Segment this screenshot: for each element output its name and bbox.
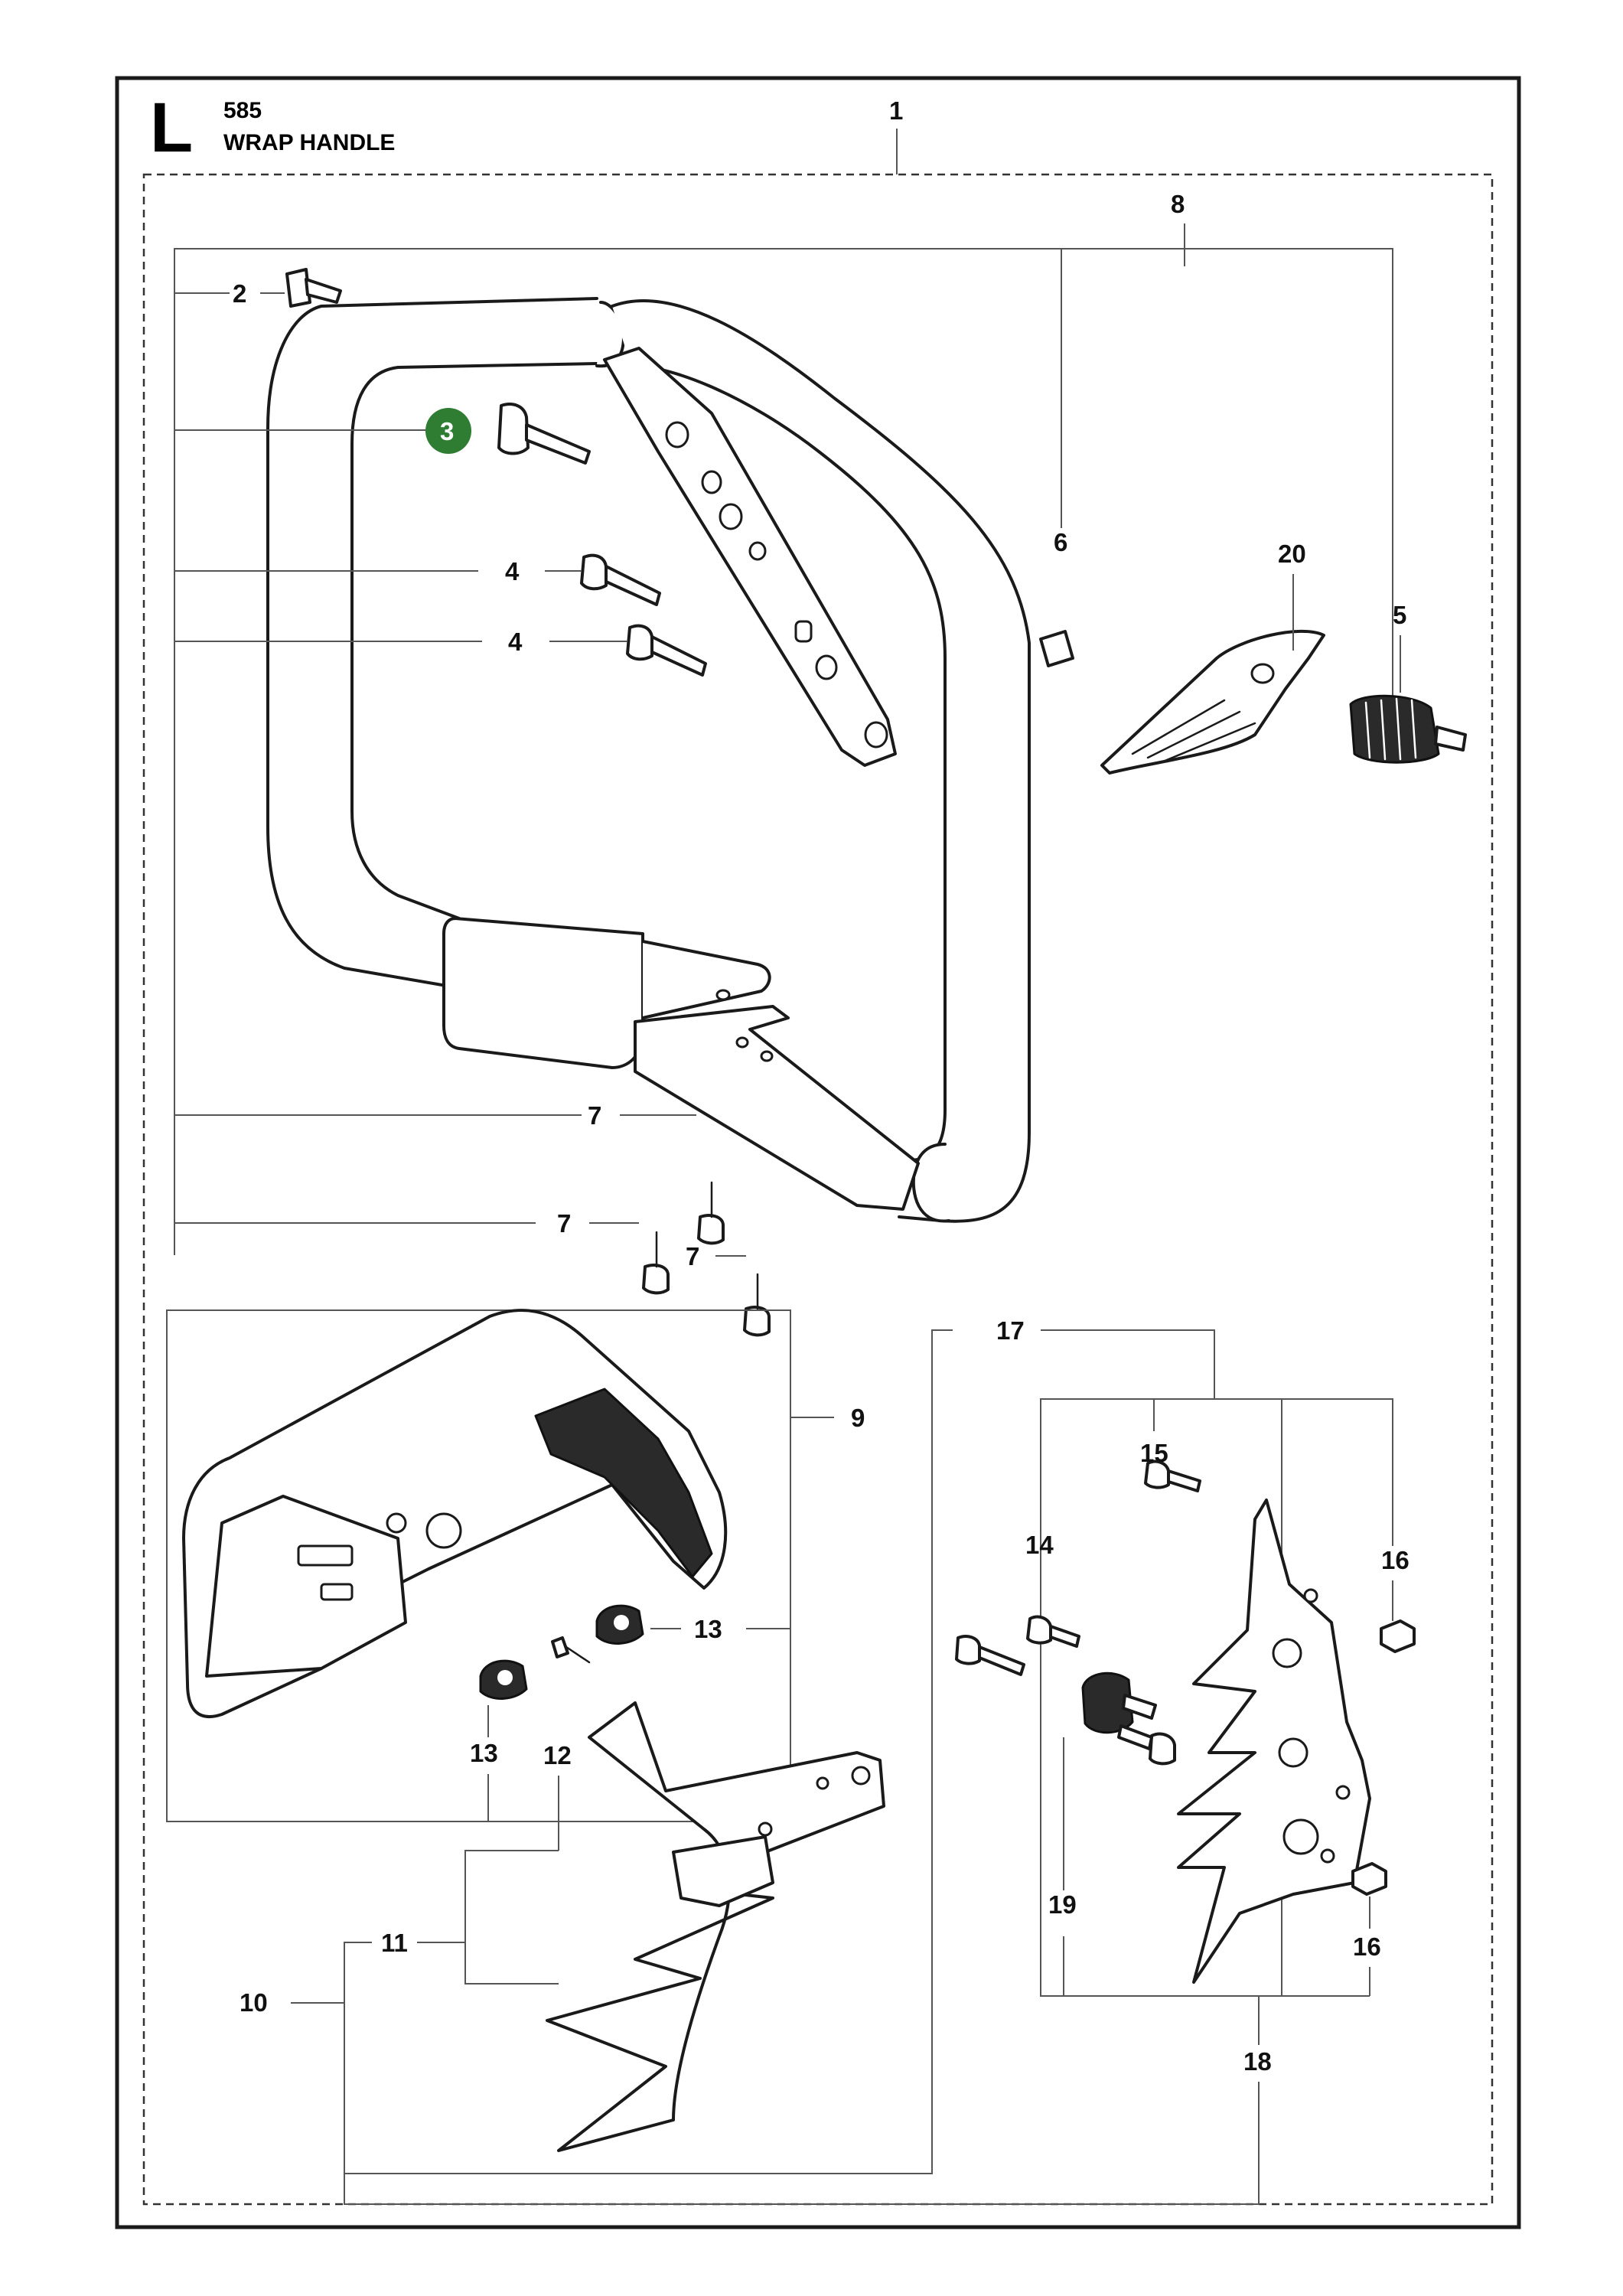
screw-item-7-b (642, 1231, 670, 1295)
nut-item-13-right (595, 1604, 644, 1645)
square-nut-item-6 (1039, 630, 1074, 667)
mounting-plate-item-20 (1100, 629, 1325, 775)
callout-1: 1 (889, 96, 903, 125)
callout-3: 3 (440, 417, 454, 445)
screw-item-15 (1144, 1459, 1201, 1492)
callout-12: 12 (543, 1741, 572, 1769)
bolt-item-14-long (955, 1635, 1025, 1676)
bolt-item-3 (497, 403, 591, 465)
callout-16-lower: 16 (1353, 1932, 1381, 1961)
section-letter: L (150, 89, 193, 167)
screw-item-18-sleeve (1117, 1724, 1176, 1766)
screw-item-4-lower (626, 624, 707, 677)
handle-lower-grip (442, 917, 920, 1211)
buffer-spring-item-5 (1349, 694, 1467, 764)
callout-17: 17 (996, 1316, 1025, 1345)
screw-item-7-a (697, 1181, 725, 1245)
bolt-item-2 (285, 268, 342, 308)
page-title: WRAP HANDLE (223, 130, 395, 155)
callout-13-right: 13 (694, 1615, 722, 1643)
callout-20: 20 (1278, 540, 1306, 568)
screw-item-12 (551, 1636, 591, 1664)
handle-mounting-arm (603, 347, 897, 767)
callout-6: 6 (1054, 528, 1067, 556)
screw-item-4-upper (580, 553, 661, 606)
callout-7-c: 7 (686, 1242, 699, 1270)
callout-14: 14 (1025, 1531, 1054, 1559)
callout-19: 19 (1048, 1890, 1077, 1919)
screw-item-14 (1026, 1615, 1080, 1648)
callout-3-badge (425, 408, 471, 454)
screw-item-7-c (743, 1273, 771, 1337)
outer-frame (115, 76, 1521, 2229)
nut-item-13-left (479, 1659, 528, 1700)
spacer-sleeve-item-19 (1081, 1671, 1157, 1734)
wrap-handle-tube (266, 297, 1031, 1223)
callout-9: 9 (851, 1404, 865, 1432)
felling-spike-item-11 (546, 1701, 885, 2152)
callout-10: 10 (240, 1988, 268, 2017)
callout-4-lower: 4 (508, 628, 523, 656)
callout-18: 18 (1243, 2047, 1272, 2076)
model-number: 585 (223, 98, 262, 123)
bumper-spike-item-17 (1177, 1499, 1371, 1984)
callout-11: 11 (381, 1929, 408, 1957)
callout-8: 8 (1171, 190, 1185, 218)
callout-2: 2 (233, 279, 246, 308)
callout-7-b: 7 (557, 1209, 571, 1238)
nut-item-16-upper (1380, 1619, 1416, 1653)
handle-group-bracket (174, 248, 1393, 1255)
callout-16-upper: 16 (1381, 1546, 1410, 1574)
nut-item-16-lower (1351, 1862, 1387, 1896)
callout-15: 15 (1140, 1439, 1168, 1467)
callout-13-left: 13 (470, 1739, 498, 1767)
handle-guard-item-9 (182, 1309, 728, 1719)
callout-5: 5 (1393, 601, 1406, 629)
callout-4-upper: 4 (505, 557, 520, 585)
callout-7-a: 7 (588, 1101, 601, 1130)
